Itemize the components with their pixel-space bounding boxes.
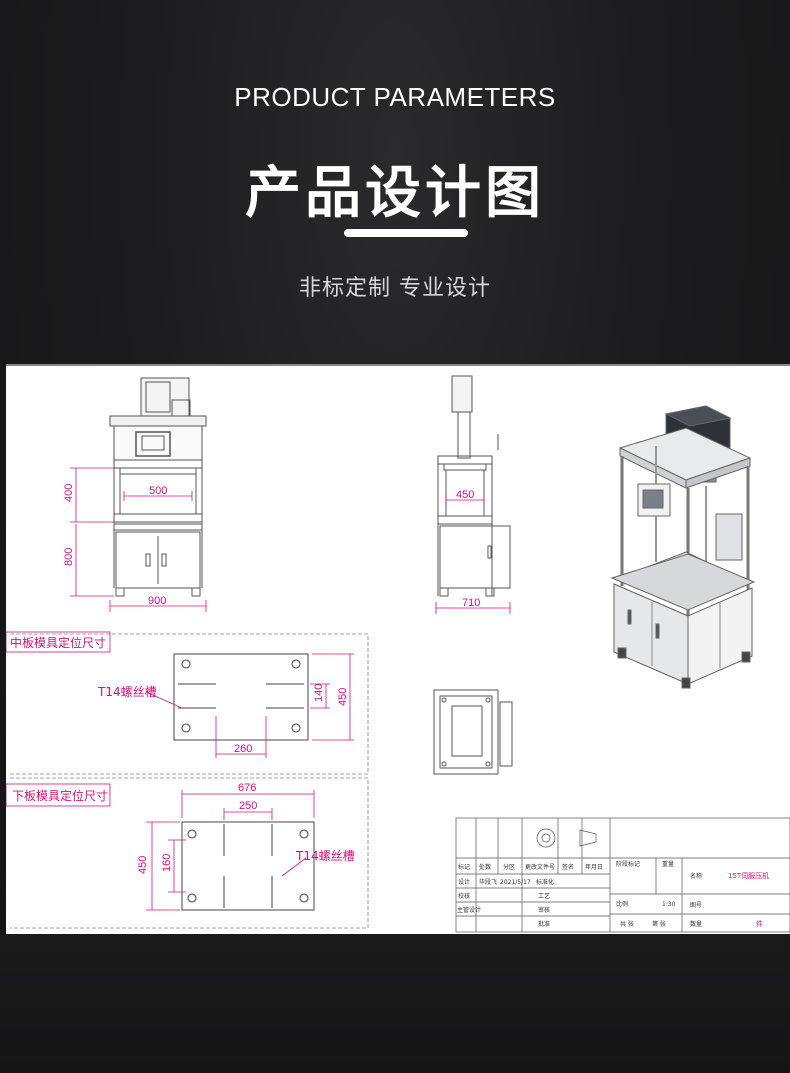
- front-dimensions: [70, 467, 207, 612]
- lower-plate-title: 下板模具定位尺寸: [12, 788, 108, 803]
- tb-qty-label: 数量: [690, 920, 702, 928]
- tb-change-no: 更改文件号: [525, 863, 555, 871]
- tb-chief: 主管设计: [457, 906, 481, 914]
- front-base-width: 900: [148, 595, 166, 607]
- chinese-title: 产品设计图: [245, 161, 545, 226]
- tb-standard: 标准化: [536, 878, 554, 886]
- middle-dim-slot-gap: 140: [313, 684, 325, 702]
- front-view: [109, 377, 207, 597]
- middle-dim-height: 450: [337, 688, 349, 706]
- lower-dim-inner-height: 160: [161, 854, 173, 872]
- top-view: [433, 689, 513, 775]
- side-base-width: 710: [462, 597, 480, 609]
- tb-count: 处数: [479, 863, 491, 871]
- middle-slot-label: T14螺丝槽: [97, 685, 157, 699]
- tb-sign: 签名: [562, 863, 574, 871]
- tb-sheet-no: 第 张: [652, 920, 666, 928]
- drawing-svg: 500 400 800 900 450 710: [6, 375, 790, 933]
- middle-dim-width: 260: [234, 743, 252, 755]
- middle-plate-section: 中板模具定位尺寸 T14螺丝槽 140 450 260: [6, 631, 369, 775]
- tb-design: 设计: [458, 878, 470, 886]
- isometric-view: [610, 405, 756, 689]
- front-top-width: 500: [149, 485, 167, 497]
- tb-designer: 毕段飞: [479, 878, 497, 886]
- side-dimensions: [435, 495, 511, 614]
- side-top-width: 450: [456, 489, 474, 501]
- subtitle: 非标定制 专业设计: [299, 276, 491, 301]
- footer-band: [0, 934, 790, 1073]
- tb-scale-value: 1:30: [662, 901, 676, 908]
- title-block: [455, 817, 790, 933]
- tb-drawing-no-label: 图号: [690, 902, 702, 909]
- title-underline: [344, 229, 468, 237]
- tb-design-date: 2021/5/17: [500, 879, 531, 886]
- tb-name-label: 名称: [690, 872, 702, 880]
- tb-check: 校核: [458, 892, 470, 900]
- tb-weight-label: 重量: [662, 860, 674, 868]
- title-block-text: 标记 处数 分区 更改文件号 签名 年月日 设计 毕段飞 2021/5/17 标…: [457, 860, 769, 928]
- lower-slot-label: T14螺丝槽: [295, 849, 355, 863]
- middle-plate-title: 中板模具定位尺寸: [10, 635, 106, 650]
- tb-mark: 标记: [458, 863, 470, 871]
- tb-review: 审核: [538, 906, 550, 914]
- front-upper-height: 400: [63, 484, 75, 502]
- lower-plate-section: 下板模具定位尺寸 676 250 450 160 T14螺丝槽: [6, 777, 369, 929]
- lower-dim-height: 450: [137, 856, 149, 874]
- tb-approve: 批准: [538, 920, 550, 928]
- tb-name-value: 15T伺服压机: [728, 871, 769, 880]
- front-lower-height: 800: [63, 548, 75, 566]
- lower-dim-total-width: 676: [238, 782, 256, 794]
- tb-scale-label: 比例: [616, 900, 628, 908]
- tb-sheet-total: 共 张: [620, 920, 634, 928]
- tb-stage-label: 阶段标记: [616, 860, 640, 868]
- lower-dim-inner-width: 250: [239, 800, 257, 812]
- english-title: PRODUCT PARAMETERS: [234, 82, 556, 112]
- tb-date: 年月日: [585, 863, 603, 871]
- side-view: [437, 375, 511, 597]
- tb-qty-value: 件: [756, 919, 763, 928]
- tb-zone: 分区: [503, 863, 515, 871]
- design-drawing: 500 400 800 900 450 710: [6, 364, 790, 936]
- tb-process: 工艺: [538, 892, 550, 900]
- header-section: PRODUCT PARAMETERS 产品设计图 非标定制 专业设计: [0, 0, 790, 360]
